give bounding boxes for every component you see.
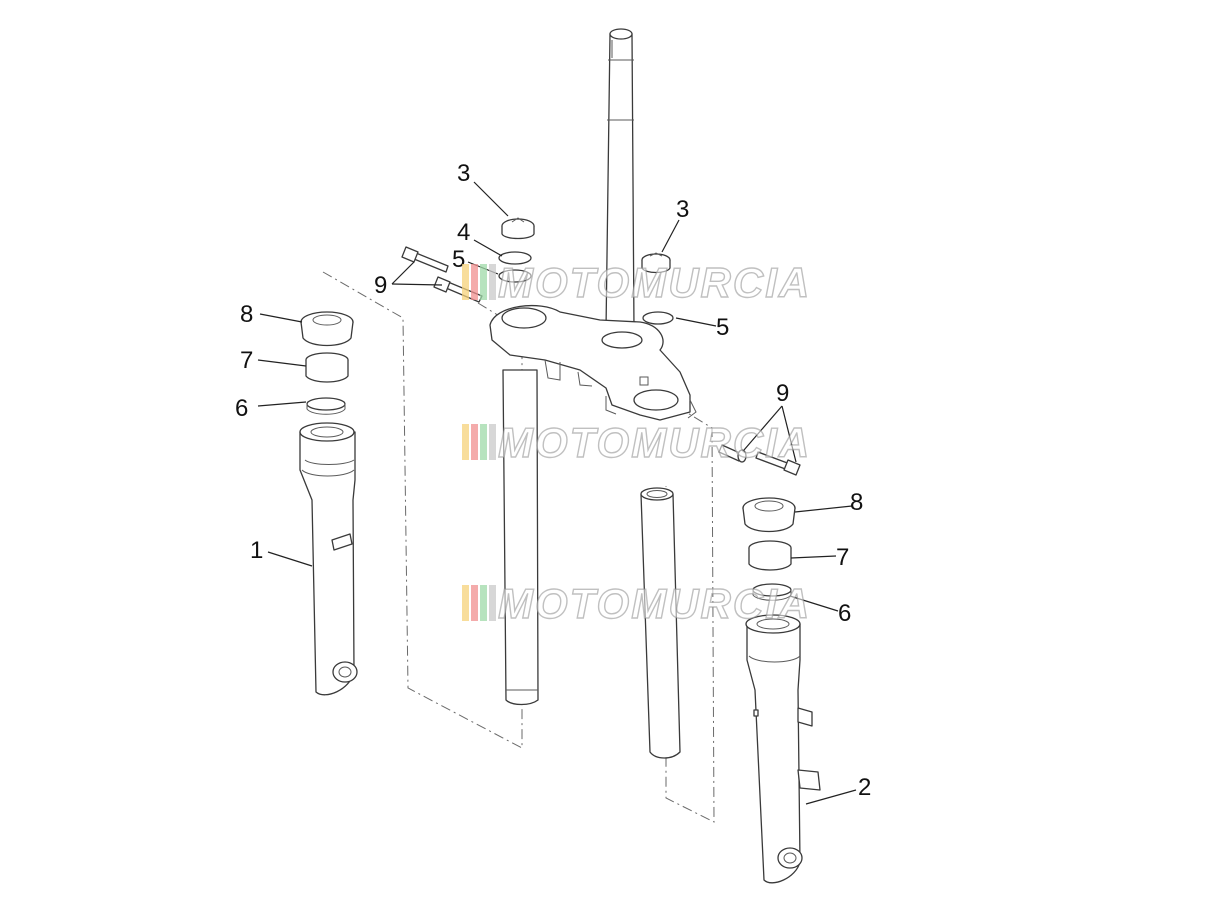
callout-5-right: 5 (716, 314, 729, 341)
watermark-text: MOTOMURCIA (498, 580, 811, 627)
callout-4: 4 (457, 219, 470, 246)
fork-leg-left (299, 422, 358, 696)
watermark-stripe (489, 585, 496, 621)
callout-labels: 1 2 3 3 4 5 5 6 6 7 7 8 8 9 9 (235, 160, 871, 801)
watermark-stripe (471, 424, 478, 460)
inner-tube-right (640, 487, 681, 759)
watermark-stripe (480, 585, 487, 621)
bolts-right (718, 444, 801, 476)
callout-3-right: 3 (676, 196, 689, 223)
seal-stack-left (300, 311, 354, 415)
rings-upper (498, 251, 674, 325)
cap-right (641, 252, 671, 274)
watermark-stripe (462, 585, 469, 621)
callout-3-left: 3 (457, 160, 470, 187)
watermark-top: MOTOMURCIA (462, 258, 811, 307)
watermark-stripe (471, 585, 478, 621)
watermark-stripe (480, 264, 487, 300)
callout-2: 2 (858, 774, 871, 801)
watermark-stripe (489, 264, 496, 300)
callout-7-left: 7 (240, 347, 253, 374)
watermark-middle: MOTOMURCIA (462, 418, 811, 467)
seal-stack-right (742, 497, 796, 601)
watermark-text: MOTOMURCIA (498, 259, 811, 306)
watermark-stripe (462, 264, 469, 300)
watermark-text: MOTOMURCIA (498, 419, 811, 466)
callout-9-right: 9 (776, 380, 789, 407)
callout-7-right: 7 (836, 544, 849, 571)
watermark-stripe (471, 264, 478, 300)
steering-stem (605, 28, 635, 331)
callout-9-left: 9 (374, 272, 387, 299)
callout-1: 1 (250, 537, 263, 564)
watermark-bottom: MOTOMURCIA (462, 579, 811, 628)
callout-6-left: 6 (235, 395, 248, 422)
callout-8-left: 8 (240, 301, 253, 328)
watermark-stripe (480, 424, 487, 460)
bolts-left (401, 246, 483, 303)
callout-6-right: 6 (838, 600, 851, 627)
callout-8-right: 8 (850, 489, 863, 516)
fork-yoke (489, 304, 697, 421)
fork-leg-right (745, 614, 821, 884)
watermark-stripe (489, 424, 496, 460)
cap-left (501, 217, 535, 240)
inner-tube-left (502, 369, 539, 706)
watermark-stripe (462, 424, 469, 460)
